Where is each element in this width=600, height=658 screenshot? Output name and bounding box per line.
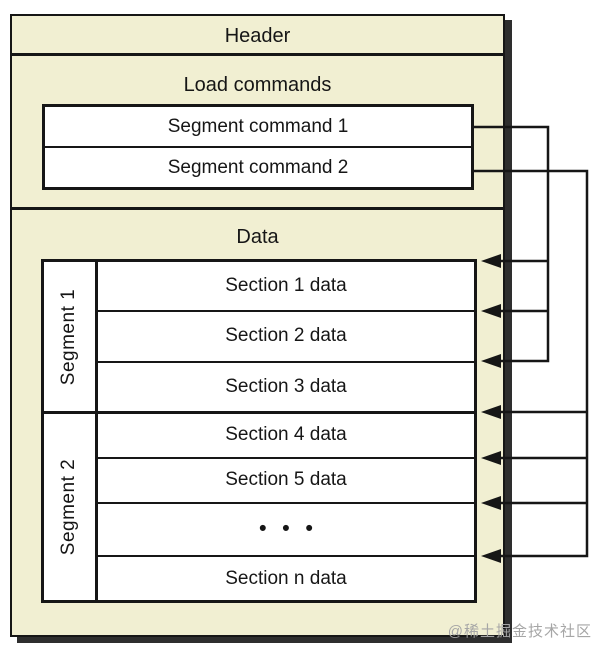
segment-command-2-row: Segment command 2 xyxy=(45,146,471,187)
section-3-data-row: Section 3 data xyxy=(98,360,474,411)
segment-1-block: Segment 1 Section 1 data Section 2 data … xyxy=(44,262,474,414)
segment-2-label: Segment 2 xyxy=(58,458,80,556)
section-4-data-row: Section 4 data xyxy=(225,424,347,446)
header-divider xyxy=(12,53,503,56)
data-label: Data xyxy=(236,226,279,248)
watermark: @稀土掘金技术社区 xyxy=(447,623,592,640)
section-5-data-row: Section 5 data xyxy=(98,456,474,502)
section-ellipsis-row: • • • xyxy=(98,501,474,555)
section-n-data-row: Section n data xyxy=(98,555,474,600)
load-commands-label: Load commands xyxy=(183,74,332,96)
section-2-data-row: Section 2 data xyxy=(98,310,474,360)
macho-file-box: Header Load commands Segment command 1 S… xyxy=(10,14,505,637)
segment-2-sections: Section 4 data Section 5 data • • • Sect… xyxy=(98,414,474,600)
load-data-divider xyxy=(12,207,503,210)
header-label: Header xyxy=(224,25,291,47)
section-1-data-row: Section 1 data xyxy=(225,275,347,297)
segment-command-1-row: Segment command 1 xyxy=(167,115,349,137)
segment-2-label-cell: Segment 2 xyxy=(44,414,98,600)
data-box: Segment 1 Section 1 data Section 2 data … xyxy=(41,259,477,603)
segment-2-block: Segment 2 Section 4 data Section 5 data … xyxy=(44,414,474,600)
segment-1-label: Segment 1 xyxy=(58,288,80,385)
segment-1-label-cell: Segment 1 xyxy=(44,262,98,411)
segment-1-sections: Section 1 data Section 2 data Section 3 … xyxy=(98,262,474,411)
segment-commands-box: Segment command 1 Segment command 2 xyxy=(42,104,474,190)
